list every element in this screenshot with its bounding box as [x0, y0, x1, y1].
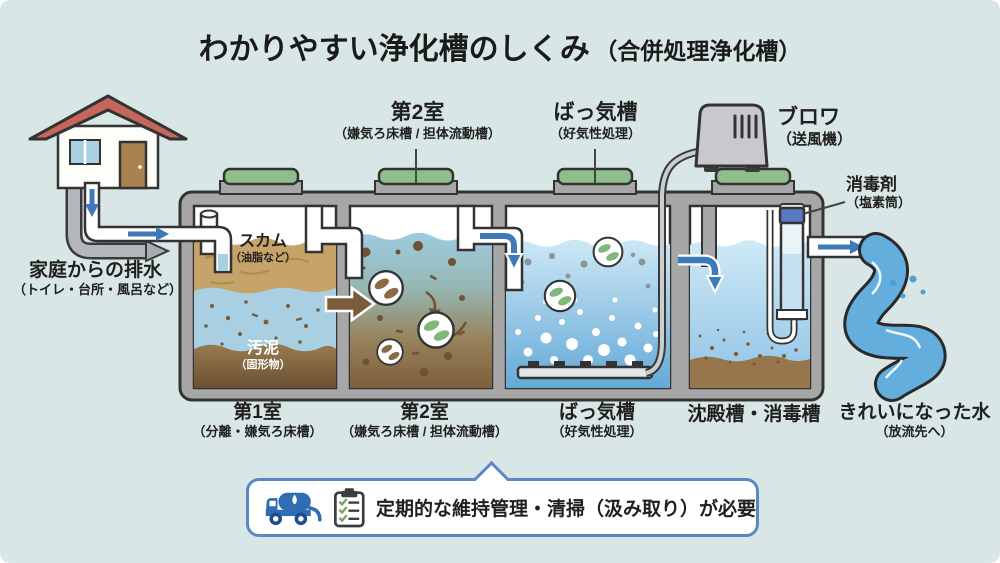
flow-arrow-blue — [705, 275, 725, 295]
sludge-layer — [194, 343, 336, 388]
blower-icon — [694, 103, 769, 172]
label-aeration-bottom: ばっ気槽 （好気性処理） — [522, 402, 672, 440]
checklist-icon — [334, 487, 365, 527]
microbe-icon — [543, 279, 577, 313]
gray-flow-arrow — [145, 239, 171, 263]
disinfectant-sublabel: （塩素筒） — [846, 195, 912, 211]
aeration-top-label: ばっ気槽 — [553, 101, 638, 124]
chlorine-cylinder-icon — [766, 203, 808, 345]
blower-sublabel: （送風機） — [777, 130, 853, 148]
disinfectant-label: 消毒剤 — [846, 175, 897, 194]
settling-bottom-label: 沈殿槽・消毒槽 — [687, 404, 821, 425]
label-chamber1-bottom: 第1室 （分離・嫌気ろ床槽） — [180, 402, 335, 440]
label-household-wastewater: 家庭からの排水 （トイレ・台所・風呂など） — [13, 260, 183, 298]
blower-label: ブロワ — [777, 106, 840, 129]
label-connectors — [415, 149, 846, 215]
chamber1-contents — [194, 209, 336, 388]
flow-arrow-blue — [504, 253, 524, 273]
label-aeration-top: ばっ気槽 （好気性処理） — [528, 101, 663, 141]
vacuum-truck-icon — [265, 492, 322, 525]
label-chamber2-bottom: 第2室 （嫌気ろ床槽 / 担体流動槽） — [332, 402, 517, 440]
chamber1-bottom-sublabel: （分離・嫌気ろ床槽） — [192, 424, 323, 440]
chamber1-bottom-label: 第1室 — [233, 402, 282, 423]
clean-water-label: きれいになった水 — [838, 402, 991, 423]
microbe-icon — [368, 270, 404, 306]
house-drain-pipe-gray — [65, 186, 171, 263]
transfer-pipe-1-2 — [304, 204, 364, 280]
label-chamber2-top: 第2室 （嫌気ろ床槽 / 担体流動槽） — [325, 101, 510, 141]
scum-label: スカム — [238, 233, 287, 250]
title-sub: （合併処理浄化槽） — [594, 38, 802, 64]
label-disinfectant: 消毒剤 （塩素筒） — [846, 175, 946, 210]
label-blower: ブロワ （送風機） — [777, 106, 887, 148]
label-scum: スカム （油脂など） — [217, 233, 309, 265]
air-hose — [644, 148, 698, 377]
water-stream-icon — [843, 232, 947, 402]
household-label: 家庭からの排水 — [28, 260, 162, 281]
microbe-icon — [417, 311, 455, 349]
microbe-icon — [376, 338, 404, 366]
maintenance-text: 定期的な維持管理・清掃（汲み取り）が必要 — [375, 499, 756, 520]
inlet-pipe — [83, 181, 233, 274]
label-settling-bottom: 沈殿槽・消毒槽 — [674, 404, 834, 426]
air-diffuser — [516, 361, 654, 380]
label-clean-water: きれいになった水 （放流先へ） — [832, 402, 997, 440]
flow-arrow-brown — [324, 285, 377, 323]
house-door — [118, 140, 148, 190]
aeration-bottom-label: ばっ気槽 — [558, 402, 635, 423]
household-sublabel: （トイレ・台所・風呂など） — [13, 282, 183, 298]
aeration-top-sublabel: （好気性処理） — [549, 125, 641, 141]
house-icon — [28, 94, 188, 190]
settled-sludge — [690, 355, 810, 388]
aeration-bottom-sublabel: （好気性処理） — [551, 424, 643, 440]
aeration-contents — [506, 236, 670, 388]
label-sludge: 汚泥 （固形物） — [217, 340, 309, 372]
microbe-icon — [592, 236, 624, 268]
chamber2-bottom-label: 第2室 — [400, 402, 449, 423]
page-title: わかりやすい浄化槽のしくみ （合併処理浄化槽） — [0, 24, 1000, 68]
transfer-pipe-2-3 — [456, 204, 524, 292]
chamber2-top-label: 第2室 — [390, 101, 445, 124]
flow-arrow-blue — [850, 240, 864, 254]
title-main: わかりやすい浄化槽のしくみ — [198, 33, 590, 66]
flow-arrow-blue — [156, 227, 169, 241]
manhole-lid — [222, 167, 300, 186]
house-roof — [28, 94, 188, 141]
flow-arrow-blue — [85, 204, 99, 217]
sludge-label: 汚泥 — [246, 340, 279, 357]
settling-contents — [678, 203, 810, 388]
chamber2-top-sublabel: （嫌気ろ床槽 / 担体流動槽） — [334, 125, 501, 141]
chamber2-bottom-sublabel: （嫌気ろ床槽 / 担体流動槽） — [341, 424, 508, 440]
sludge-sublabel: （固形物） — [235, 358, 291, 371]
scum-sublabel: （油脂など） — [230, 251, 296, 264]
clean-water-sublabel: （放流先へ） — [875, 424, 954, 440]
maintenance-callout: 定期的な維持管理・清掃（汲み取り）が必要 — [246, 478, 759, 537]
